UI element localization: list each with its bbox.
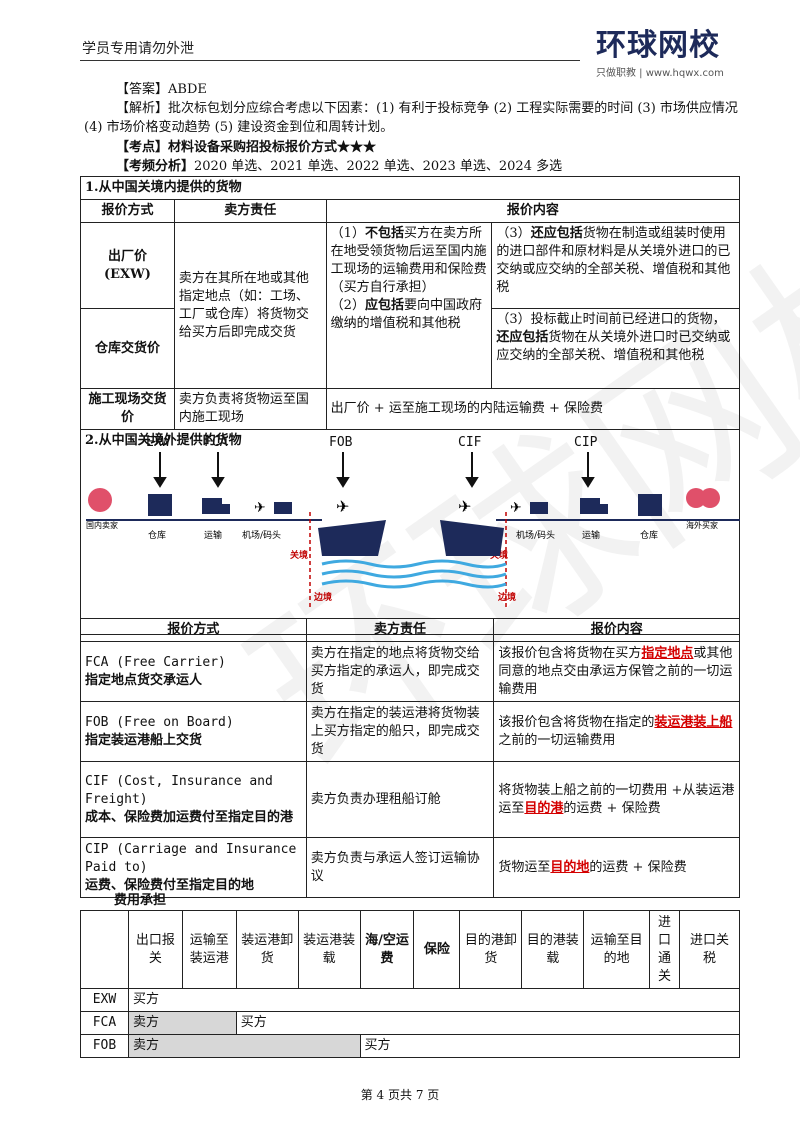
resp-fob: 卖方在指定的装运港将货物装上买方指定的船只，即完成交货: [305, 701, 495, 762]
term-fca: FCA: [204, 435, 228, 450]
truck-icon-left: [202, 498, 222, 514]
label-domestic-seller: 国内卖家: [86, 520, 118, 530]
term-fob: FOB: [329, 435, 353, 450]
kaodian-label: 【考点】: [116, 140, 169, 155]
label-warehouse-right: 仓库: [640, 529, 658, 541]
row-cif: CIF (Cost, Insurance and Freight)成本、保险费加…: [80, 761, 307, 838]
col-dest-unload: 目的港卸货: [459, 910, 523, 989]
cost-row-fob: FOB 卖方 买方: [80, 1034, 741, 1058]
label-transport-left: 运输: [204, 529, 222, 541]
section-overseas: 2.从中国关境外提供的货物: [80, 429, 740, 635]
col-export-customs: 出口报关: [127, 910, 183, 989]
header-divider: [80, 60, 580, 61]
kaopin-label: 【考频分析】: [116, 159, 195, 174]
row-fca: FCA (Free Carrier)指定地点货交承运人: [80, 641, 307, 702]
cost-title: 费用承担: [114, 893, 167, 908]
content-site: 出厂价 + 运至施工现场的内陆运输费 + 保险费: [325, 388, 741, 430]
col-freight: 海/空运费: [359, 910, 415, 989]
ship-right-icon: [440, 520, 504, 556]
row-warehouse: 仓库交货价: [80, 308, 175, 389]
term-cif: CIF: [458, 435, 482, 450]
row-cip: CIP (Carriage and Insurance Paid to)运费、保…: [80, 837, 307, 898]
header-notice: 学员专用请勿外泄: [82, 41, 194, 57]
resp-cif: 卖方负责办理租船订舱: [305, 761, 495, 838]
buyer-icon: [686, 488, 706, 508]
cost-row-exw: EXW 买方: [80, 988, 741, 1012]
content-cip: 货物运至目的地的运费 + 保险费: [493, 837, 740, 898]
plane-icon-right: ✈: [510, 500, 522, 516]
label-customs-left: 关境: [290, 549, 308, 561]
answer: 【答案】ABDE: [116, 82, 207, 97]
term-cip: CIP: [574, 435, 598, 450]
port-icon-right: [530, 502, 548, 514]
table-cost: 出口报关 运输至装运港 装运港卸货 装运港装载 海/空运费 保险 目的港卸货 目…: [80, 910, 741, 1058]
logo: 环球网校 只做职教 | www.hqwx.com: [596, 28, 736, 80]
row-site: 施工现场交货价: [80, 388, 175, 430]
port-icon-left: [274, 502, 292, 514]
col-transport-to-dest: 运输至目的地: [583, 910, 651, 989]
cost-header-row: 出口报关 运输至装运港 装运港卸货 装运港装载 海/空运费 保险 目的港卸货 目…: [80, 910, 740, 989]
th-content-2: 报价内容: [493, 618, 740, 642]
cost-row-fca: FCA 卖方 买方: [80, 1011, 741, 1035]
label-transport-right: 运输: [582, 529, 600, 541]
resp-cip: 卖方负责与承运人签订运输协议: [305, 837, 495, 898]
logo-subtitle: 只做职教 | www.hqwx.com: [596, 68, 724, 79]
content-exclude: （1）不包括买方在卖方所在地受领货物后运至国内施工现场的运输费用和保险费（买方自…: [325, 222, 493, 389]
th-method-2: 报价方式: [80, 618, 307, 642]
table-domestic: 1.从中国关境内提供的货物 报价方式 卖方责任 报价内容 出厂价(EXW) 卖方…: [80, 176, 741, 635]
content-fca: 该报价包含将货物在买方指定地点或其他同意的地点交由承运方保管之前的一切运输费用: [493, 641, 740, 702]
warehouse-icon-right: [638, 494, 662, 516]
table-overseas: 报价方式 卖方责任 报价内容 FCA (Free Carrier)指定地点货交承…: [80, 618, 740, 898]
resp-exw: 卖方在其所在地或其他指定地点（如：工场、工厂或仓库）将货物交给买方后即完成交货: [173, 222, 327, 389]
plane-icon-left: ✈: [254, 500, 266, 516]
label-airport-right: 机场/码头: [516, 529, 555, 541]
logo-text: 环球网校: [596, 28, 720, 63]
kaopin: 【考频分析】2020 单选、2021 单选、2022 单选、2023 单选、20…: [84, 157, 740, 176]
th-resp-2: 卖方责任: [305, 618, 495, 642]
plane-icon-center-left: ✈: [336, 497, 349, 516]
col-transport-to-port: 运输至装运港: [181, 910, 237, 989]
trade-terms-diagram: EXW FCA FOB CIF CIP 国内卖家 仓库 运输 ✈ 机场/码头 关…: [86, 435, 740, 608]
label-border-right: 边境: [497, 591, 516, 603]
th-content: 报价内容: [325, 199, 741, 223]
content-3b: （3）投标截止时间前已经进口的货物，还应包括货物在从关境外进口时已交纳或应交纳的…: [491, 308, 740, 389]
analysis: 【解析】批次标包划分应综合考虑以下因素：(1) 有利于投标竞争 (2) 工程实际…: [84, 101, 738, 135]
truck-icon-right: [580, 498, 600, 514]
col-import-customs: 进口通关: [649, 910, 681, 989]
row-fob: FOB (Free on Board)指定装运港船上交货: [80, 701, 307, 762]
col-port-unload: 装运港卸货: [235, 910, 299, 989]
term-exw: EXW: [146, 435, 170, 450]
warehouse-icon-left: [148, 494, 172, 516]
page-footer: 第 4 页共 7 页: [360, 1088, 440, 1102]
ship-left-icon: [318, 520, 386, 556]
content-cif: 将货物装上船之前的一切费用 +从装运港运至目的港的运费 + 保险费: [493, 761, 740, 838]
content-1: （1）不包括买方在卖方所在地受领货物后运至国内施工现场的运输费用和保险费（买方自…: [330, 226, 487, 295]
th-method: 报价方式: [80, 199, 175, 223]
kaopin-text: 2020 单选、2021 单选、2022 单选、2023 单选、2024 多选: [194, 159, 563, 174]
resp-site: 卖方负责将货物运至国内施工现场: [173, 388, 327, 430]
col-import-duty: 进口关税: [679, 910, 740, 989]
content-3a: （3）还应包括货物在制造或组装时使用的进口部件和原材料是从关境外进口的已交纳或应…: [491, 222, 740, 309]
col-port-load: 装运港装载: [297, 910, 361, 989]
water-waves: [321, 559, 507, 589]
kaodian: 【考点】材料设备采购招投标报价方式★★★: [84, 138, 740, 157]
section-domestic: 1.从中国关境内提供的货物: [80, 176, 740, 200]
plane-icon-center-right: ✈: [458, 497, 471, 516]
row-exw: 出厂价(EXW): [80, 222, 175, 309]
col-insurance: 保险: [413, 910, 461, 989]
content-2: （2）应包括要向中国政府缴纳的增值税和其他税: [330, 298, 482, 331]
resp-fca: 卖方在指定的地点将货物交给买方指定的承运人，即完成交货: [305, 641, 495, 702]
label-overseas-buyer: 海外买家: [686, 520, 718, 530]
seller-icon: [88, 488, 112, 512]
label-airport-left: 机场/码头: [242, 529, 281, 541]
kaodian-text: 材料设备采购招投标报价方式★★★: [168, 140, 377, 155]
col-dest-load: 目的港装载: [521, 910, 585, 989]
content-fob: 该报价包含将货物在指定的装运港装上船之前的一切运输费用: [493, 701, 740, 762]
th-resp: 卖方责任: [173, 199, 327, 223]
label-warehouse-left: 仓库: [148, 529, 166, 541]
label-border-left: 边境: [313, 591, 332, 603]
